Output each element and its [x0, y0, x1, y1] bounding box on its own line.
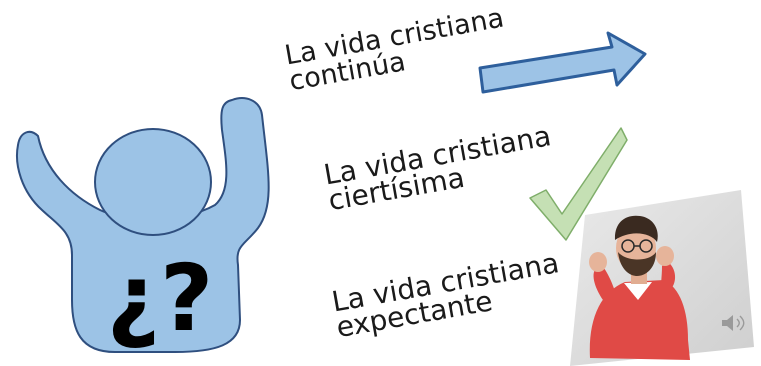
question-marks: ¿? [107, 245, 214, 352]
figure-head [94, 128, 212, 236]
speaker-icon[interactable] [718, 311, 748, 335]
